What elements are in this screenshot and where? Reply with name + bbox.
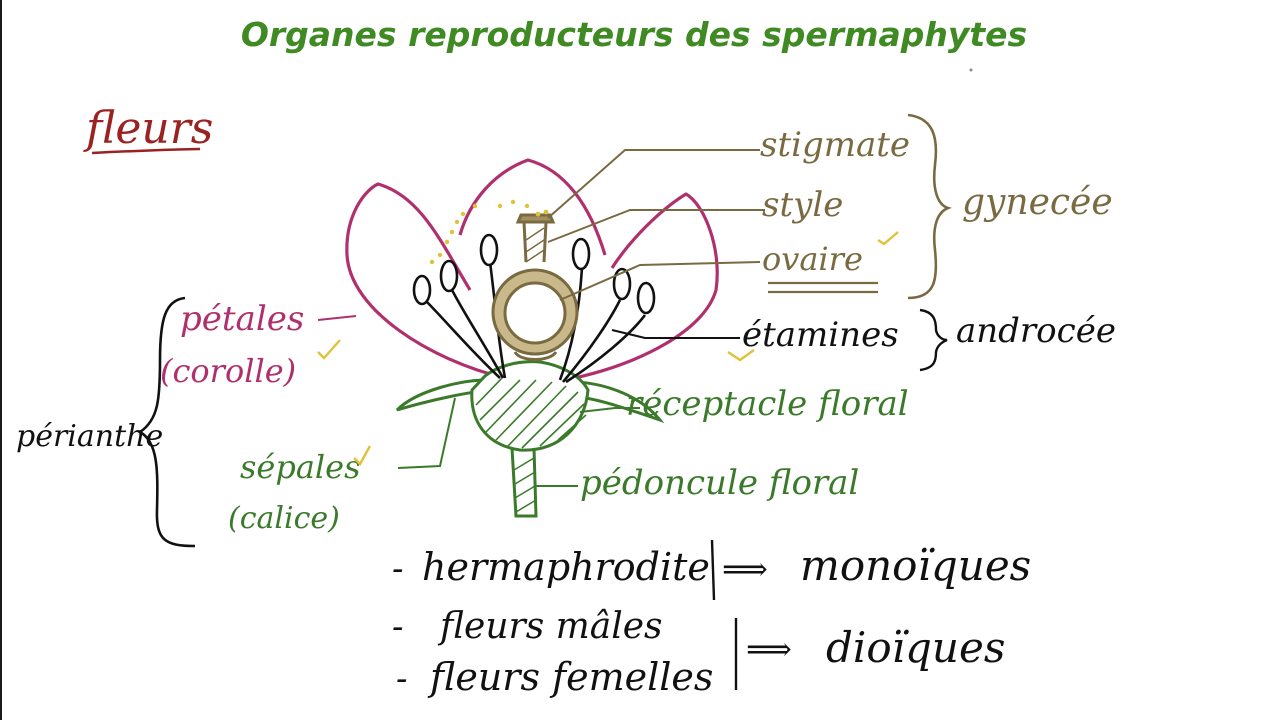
note-fleurs-femelles: fleurs femelles xyxy=(427,655,713,699)
anther xyxy=(573,239,589,269)
anther xyxy=(638,283,654,313)
pistil xyxy=(493,215,577,360)
label-sepales: sépales xyxy=(240,448,361,486)
label-corolle: (corolle) xyxy=(160,352,296,390)
ovary-inner xyxy=(505,283,565,343)
stigma xyxy=(518,215,553,222)
label-style: style xyxy=(762,185,843,225)
check-icon xyxy=(318,340,340,358)
dash-1: - xyxy=(392,549,404,589)
label-ovaire: ovaire xyxy=(762,240,863,278)
label-gynecee: gynecée xyxy=(962,182,1113,223)
label-calice: (calice) xyxy=(228,501,340,536)
peduncle-hatching xyxy=(514,458,536,512)
label-stigmate: stigmate xyxy=(760,125,910,165)
style-hatching xyxy=(526,228,544,262)
label-pedoncule: pédoncule floral xyxy=(580,463,859,503)
label-petales: pétales xyxy=(180,299,304,339)
check-icon xyxy=(878,232,898,244)
label-etamines: étamines xyxy=(742,315,899,355)
page-title: Organes reproducteurs des spermaphytes xyxy=(241,15,1027,54)
note-hermaphrodite: hermaphrodite xyxy=(422,545,710,589)
ink-speck xyxy=(970,69,973,72)
anther xyxy=(441,261,457,291)
note-arrow-2: ⟹ xyxy=(746,630,792,668)
ovaire-underline xyxy=(768,283,878,292)
anther xyxy=(414,276,430,304)
leader-petales xyxy=(318,316,356,320)
dash-2: - xyxy=(392,607,404,647)
bottom-notes: - hermaphrodite ⟹ monoïques - fleurs mâl… xyxy=(392,540,1031,699)
heading-fleurs: fleurs xyxy=(83,103,213,154)
note-monoiques: monoïques xyxy=(800,541,1031,590)
gynecee-brace xyxy=(908,115,948,298)
leader-ovaire xyxy=(560,262,760,300)
anther xyxy=(481,235,497,265)
note-arrow-1: ⟹ xyxy=(722,550,768,588)
label-androcee: androcée xyxy=(956,311,1116,351)
note-dioiques: dioïques xyxy=(826,623,1005,672)
note-fleurs-males: fleurs mâles xyxy=(437,606,663,647)
note-divider-1 xyxy=(712,540,714,600)
check-icon xyxy=(728,350,754,360)
leader-stigmate xyxy=(548,150,760,218)
androcee-brace xyxy=(920,310,947,370)
label-receptacle: réceptacle floral xyxy=(626,384,909,424)
dash-3: - xyxy=(396,659,408,699)
label-perianthe: périanthe xyxy=(16,419,163,454)
